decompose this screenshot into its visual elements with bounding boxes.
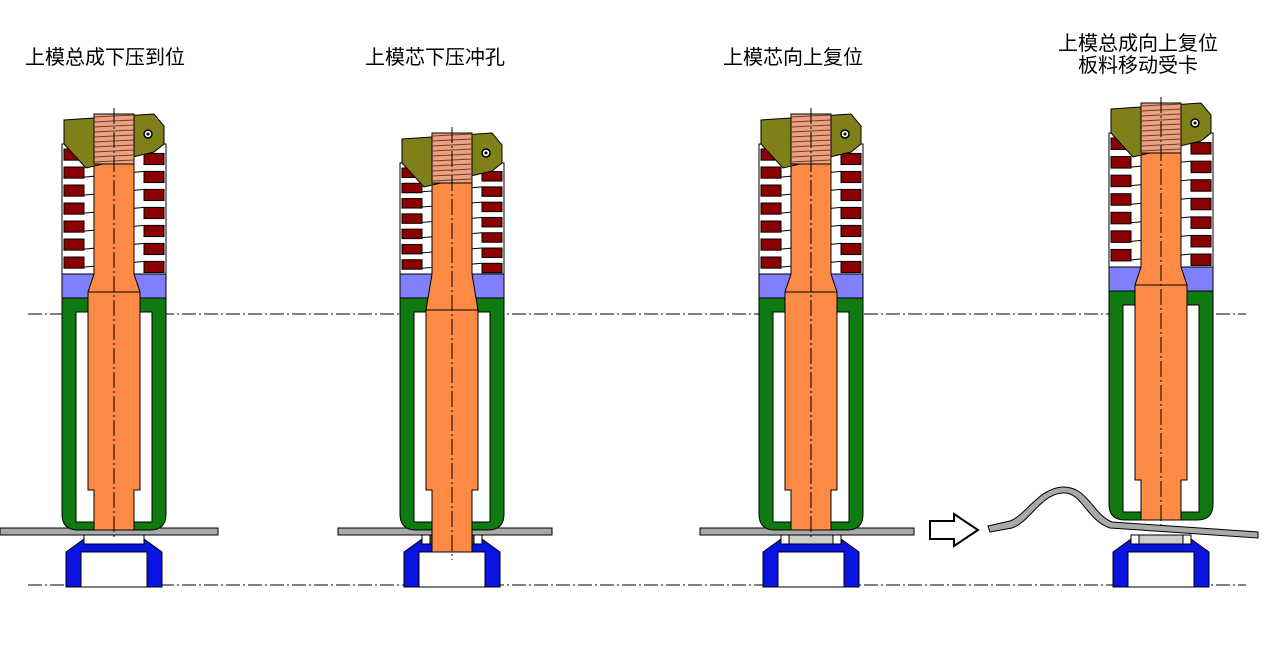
spring-coil-left [1110, 156, 1132, 169]
thread-line [790, 129, 832, 133]
spring-coil-left [63, 202, 85, 215]
spring-coil-left [401, 198, 423, 209]
spring-coil-left [63, 238, 85, 251]
spring-coil-left [760, 256, 782, 269]
thread-line [93, 124, 135, 128]
spring-coil-right [143, 152, 165, 166]
thread-line [431, 148, 473, 152]
spring-coil-right [481, 232, 503, 243]
spring-coil-right [481, 247, 503, 258]
cap-pin-dot [484, 151, 488, 155]
thread-line [93, 129, 135, 133]
spring-coil-right [840, 224, 862, 238]
spring-coil-left [760, 238, 782, 251]
spring-coil-left [401, 213, 423, 224]
spring-coil-right [840, 260, 862, 274]
spring-coil-left [760, 166, 782, 179]
spring-coil-right [840, 170, 862, 184]
spring-coil-left [1110, 193, 1132, 206]
caption-panel-2: 上模芯下压冲孔 [365, 46, 505, 68]
spring-coil-left [760, 202, 782, 215]
panel-1 [0, 108, 219, 588]
thread-line [790, 124, 832, 128]
spring-coil-right [1190, 160, 1212, 174]
spring-coil-left [1110, 248, 1132, 262]
caption-line: 板料移动受卡 [1078, 53, 1198, 77]
cap-pin-dot [1193, 121, 1197, 125]
spring-coil-right [143, 188, 165, 202]
reference-centerlines [28, 313, 1246, 586]
spring-coil-right [1190, 197, 1212, 211]
spring-coil-left [63, 220, 85, 233]
spring-coil-left [760, 220, 782, 233]
spring-coil-right [143, 260, 165, 274]
spring-coil-right [1190, 253, 1212, 267]
die-hole [777, 551, 845, 588]
thread-line [1140, 118, 1182, 122]
spring-coil-left [1110, 174, 1132, 188]
spring-coil-left [401, 182, 423, 194]
spring-coil-right [143, 170, 165, 184]
cap-pin-dot [843, 132, 847, 136]
spring-coil-right [840, 206, 862, 220]
caption-panel-3: 上模芯向上复位 [723, 46, 863, 68]
outline-right-arrow-icon [929, 512, 980, 548]
spring-coil-right [1190, 142, 1212, 155]
arrow-shape [929, 512, 980, 548]
spring-coil-left [401, 228, 423, 240]
punched-slug [1138, 534, 1184, 545]
spring-coil-right [1190, 216, 1212, 229]
caption-panel-4: 上模总成向上复位 板料移动受卡 [1058, 32, 1218, 76]
die-hole [418, 551, 486, 588]
caption-line: 上模芯下压冲孔 [365, 45, 505, 69]
spring-coil-right [481, 216, 503, 228]
spring-coil-right [481, 186, 503, 197]
caption-line: 上模总成向上复位 [1058, 31, 1218, 55]
thread-line [431, 143, 473, 147]
spring-coil-left [63, 166, 85, 179]
spring-coil-right [143, 224, 165, 238]
spring-coil-right [840, 152, 862, 166]
panel-4 [987, 97, 1259, 588]
spring-coil-left [63, 184, 85, 197]
panel-2 [337, 127, 553, 588]
die-hole [80, 551, 148, 588]
thread-line [1140, 113, 1182, 117]
spring-coil-right [1190, 234, 1212, 248]
spring-coil-right [143, 206, 165, 220]
spring-coil-right [1190, 179, 1212, 192]
deformed-sheet [987, 486, 1259, 539]
caption-line: 上模总成下压到位 [25, 45, 185, 69]
panel-3 [699, 108, 915, 588]
spring-coil-right [481, 262, 503, 274]
spring-coil-right [840, 188, 862, 202]
spring-coil-left [401, 259, 423, 270]
spring-coil-left [1110, 211, 1132, 225]
die-hole [1127, 551, 1195, 588]
caption-line: 上模芯向上复位 [723, 45, 863, 69]
spring-coil-right [143, 242, 165, 256]
spring-coil-left [760, 184, 782, 197]
spring-coil-left [63, 256, 85, 269]
spring-coil-left [1110, 230, 1132, 243]
spring-coil-right [840, 242, 862, 256]
spring-coil-right [481, 201, 503, 213]
cap-pin-dot [146, 132, 150, 136]
spring-coil-left [401, 243, 423, 255]
spring-coil-right [481, 171, 503, 182]
caption-panel-1: 上模总成下压到位 [25, 46, 185, 68]
